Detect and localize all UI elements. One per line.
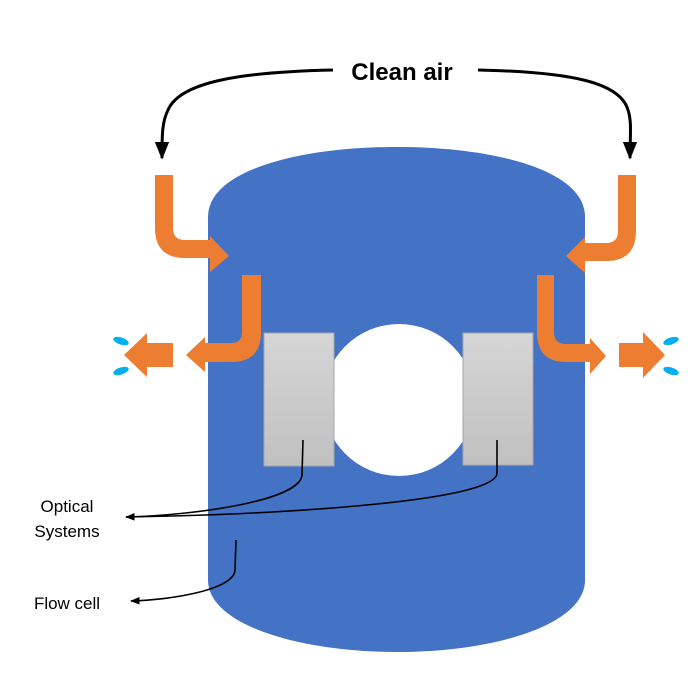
optical-systems-label-line1: Optical [41, 497, 94, 516]
air-outlet-inner-arrow-right [537, 275, 606, 374]
optical-callout-line-right [125, 440, 498, 521]
optical-callout-line-left [125, 439, 304, 518]
flow-cell-label: Flow cell [34, 594, 100, 613]
air-outlet-inner-arrow-left [186, 275, 261, 372]
flow-cell-callout-line [130, 539, 237, 605]
optical-system-right [462, 332, 534, 466]
optical-system-left [263, 332, 335, 467]
optical-systems-label-line2: Systems [34, 522, 99, 541]
droplet-icon [113, 336, 129, 346]
air-exit-arrow-right [619, 332, 665, 378]
air-inlet-arrow-right [566, 175, 636, 273]
clean-air-arrow-right [477, 68, 638, 160]
air-inlet-arrow-left [155, 175, 229, 272]
droplet-icon [663, 336, 679, 346]
droplet-icon [113, 366, 129, 376]
clean-air-arrow-left [154, 68, 334, 160]
clean-air-label: Clean air [351, 59, 452, 86]
air-exit-arrow-left [124, 333, 173, 377]
central-opening [323, 324, 475, 476]
droplet-icon [663, 366, 679, 376]
